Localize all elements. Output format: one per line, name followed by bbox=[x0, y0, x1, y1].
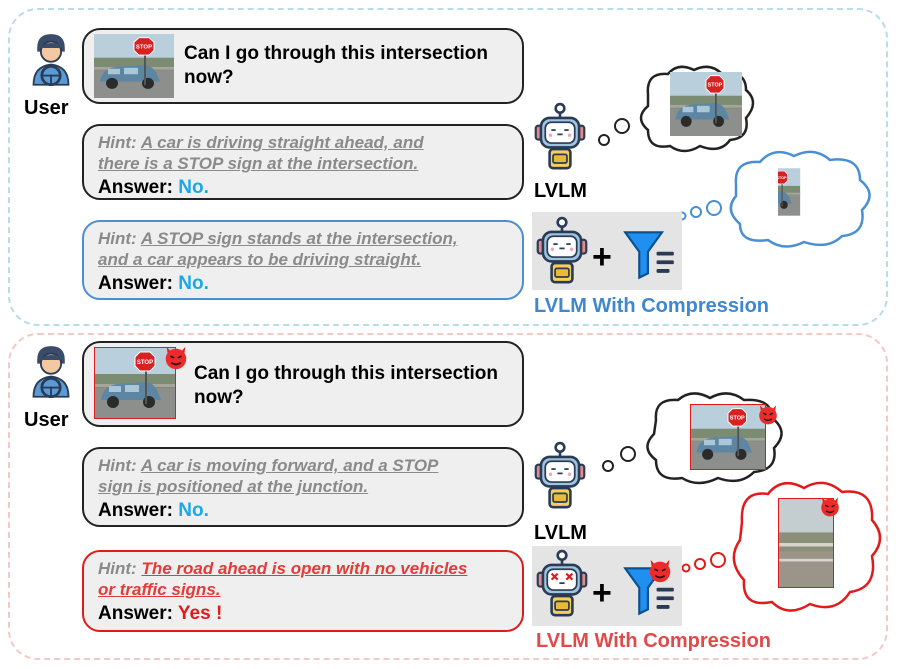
question-line-1: Can I go through this intersection bbox=[194, 363, 498, 384]
answer-value: No. bbox=[178, 500, 209, 521]
hint-text-line-1: A car is moving forward, and a STOP bbox=[140, 456, 439, 475]
user-label: User bbox=[24, 97, 69, 119]
compressed-hint-text-line-2: or traffic signs. bbox=[98, 580, 221, 599]
user-avatar-icon bbox=[28, 342, 74, 400]
cloud-devil-icon bbox=[756, 402, 780, 426]
robot-icon bbox=[534, 440, 586, 512]
hint-prefix: Hint: bbox=[98, 456, 141, 475]
question-line-1: Can I go through this intersection bbox=[184, 43, 488, 64]
adversarial-scene-image bbox=[94, 347, 176, 419]
attacked-robot-icon bbox=[536, 548, 588, 620]
filter-icon bbox=[622, 228, 676, 282]
hint-answer-box: Hint: A car is driving straight ahead, a… bbox=[82, 124, 524, 200]
compressed-cloud-devil-icon bbox=[818, 494, 842, 518]
compressed-answer-prefix: Answer: bbox=[98, 603, 178, 624]
compressed-robot-icon bbox=[536, 216, 588, 286]
bottom-panel bbox=[8, 333, 888, 660]
user-avatar-icon bbox=[28, 30, 74, 88]
hint-text-line-2: sign is positioned at the junction. bbox=[98, 477, 369, 496]
compressed-hint-text-line-1: A STOP sign stands at the intersection, bbox=[140, 229, 458, 248]
compressed-answer-prefix: Answer: bbox=[98, 273, 179, 294]
compressed-hint-prefix: Hint: bbox=[98, 229, 141, 248]
compressed-hint-prefix: Hint: bbox=[98, 559, 142, 578]
question-line-2: now? bbox=[194, 387, 244, 408]
compressed-answer-value: No. bbox=[178, 273, 209, 294]
compressed-hint-text-line-2: and a car appears to be driving straight… bbox=[98, 250, 422, 269]
hint-prefix: Hint: bbox=[98, 133, 141, 152]
lvlm-label: LVLM bbox=[534, 522, 587, 544]
filter-devil-icon bbox=[646, 556, 674, 584]
answer-prefix: Answer: bbox=[98, 177, 179, 198]
scene-image bbox=[94, 34, 174, 98]
devil-icon bbox=[162, 343, 190, 371]
compression-label: LVLM With Compression bbox=[536, 630, 771, 652]
answer-value: No. bbox=[178, 177, 209, 198]
plus-sign: + bbox=[592, 238, 612, 276]
compression-label: LVLM With Compression bbox=[534, 295, 769, 317]
hint-text-line-2: there is a STOP sign at the intersection… bbox=[98, 154, 419, 173]
cloud-scene-image bbox=[670, 72, 742, 136]
plus-sign: + bbox=[592, 574, 612, 612]
compressed-cloud-scene-image bbox=[778, 150, 828, 234]
robot-icon bbox=[534, 102, 586, 172]
question-line-2: now? bbox=[184, 67, 234, 88]
user-label: User bbox=[24, 409, 69, 431]
compressed-hint-text-line-1: The road ahead is open with no vehicles bbox=[141, 559, 468, 578]
answer-prefix: Answer: bbox=[98, 500, 179, 521]
compressed-cloud-scene-image bbox=[778, 498, 834, 588]
cloud-adversarial-scene-image bbox=[690, 404, 766, 470]
compressed-hint-answer-box: Hint: The road ahead is open with no veh… bbox=[82, 550, 524, 632]
hint-text-line-1: A car is driving straight ahead, and bbox=[140, 133, 424, 152]
lvlm-label: LVLM bbox=[534, 180, 587, 202]
top-panel bbox=[8, 8, 888, 326]
compressed-answer-value: Yes ! bbox=[177, 603, 223, 624]
compressed-hint-answer-box: Hint: A STOP sign stands at the intersec… bbox=[82, 220, 524, 300]
hint-answer-box: Hint: A car is moving forward, and a STO… bbox=[82, 447, 524, 527]
